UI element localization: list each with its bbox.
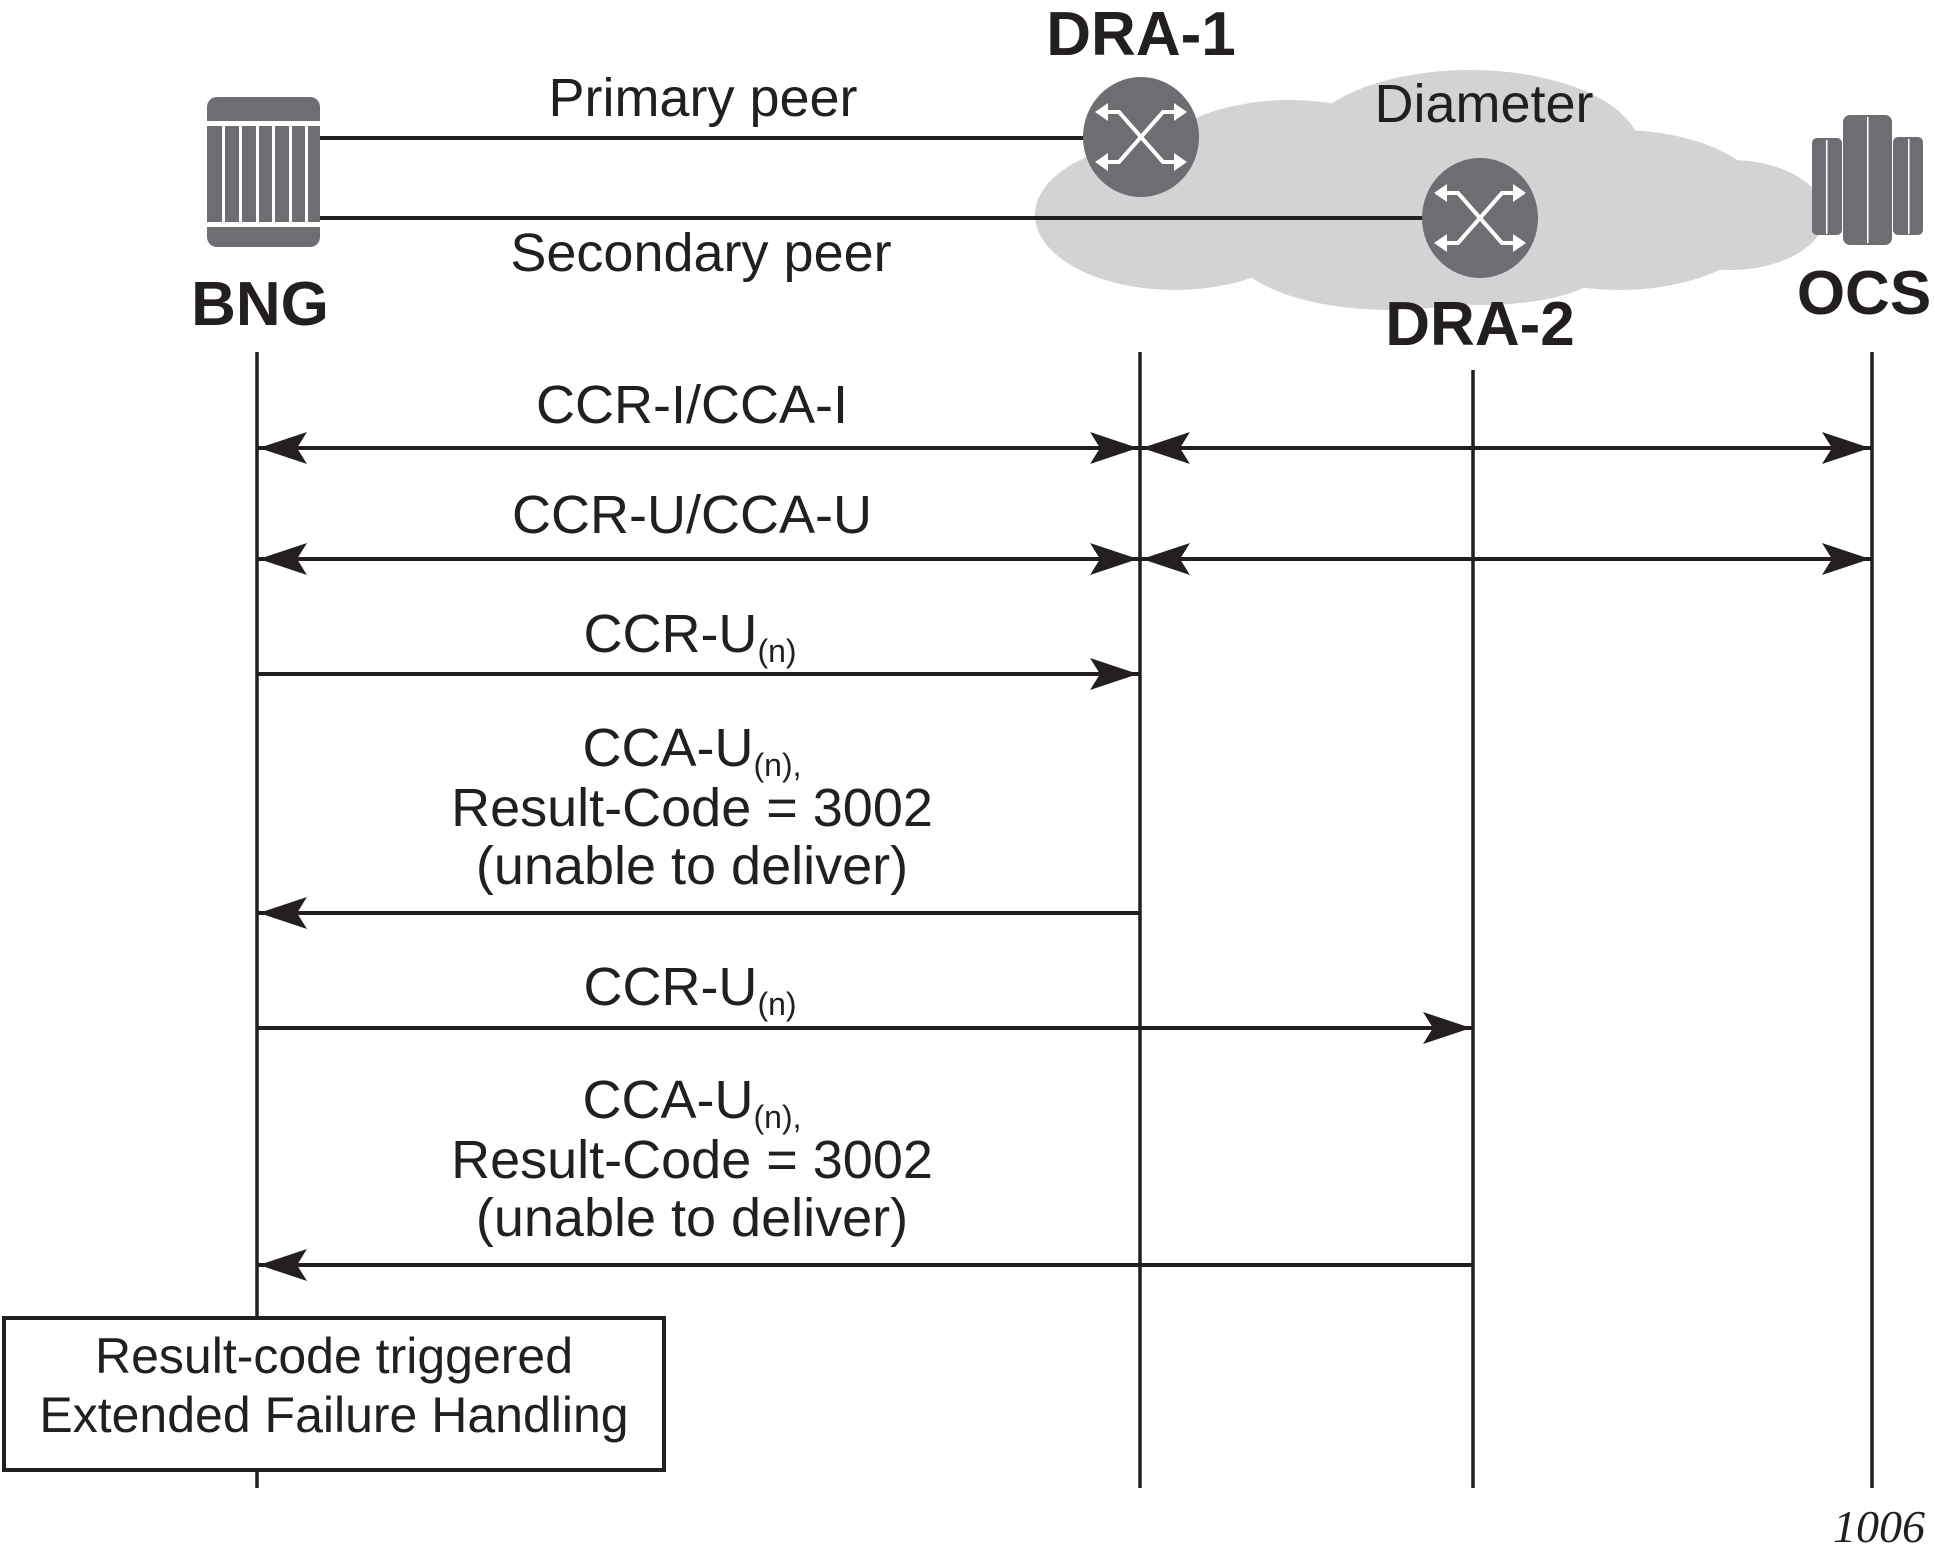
note-line-1: Result-code triggered (95, 1328, 573, 1384)
message-label-ccr-u-cca-u: CCR-U/CCA-U (512, 485, 872, 545)
dra2-router-icon (1422, 158, 1538, 278)
bng-label: BNG (191, 270, 329, 339)
message-arrows (257, 432, 1872, 1281)
arrow-m2-head-mid-right (1090, 543, 1138, 575)
message-label-unable-secondary: (unable to deliver) (476, 1188, 908, 1248)
dra2-label: DRA-2 (1385, 290, 1574, 359)
ocs-label: OCS (1797, 259, 1931, 328)
message-label-result-code-primary: Result-Code = 3002 (451, 778, 933, 838)
dra1-router-icon (1083, 77, 1199, 197)
bng-router-icon (207, 97, 320, 247)
dra1-label: DRA-1 (1046, 0, 1235, 69)
primary-peer-label: Primary peer (548, 68, 857, 128)
arrow-m2-head-right (1822, 543, 1870, 575)
message-label-cca-u-n-primary: CCA-U(n), (583, 718, 802, 783)
ocs-server-icon (1812, 115, 1923, 245)
message-label-result-code-secondary: Result-Code = 3002 (451, 1130, 933, 1190)
arrow-m5-head (1423, 1012, 1471, 1044)
message-label-unable-primary: (unable to deliver) (476, 836, 908, 896)
arrow-m6-head (259, 1249, 307, 1281)
arrow-m2-head-mid-left (1142, 543, 1190, 575)
arrow-m3-head (1090, 658, 1138, 690)
message-label-ccr-i-cca-i: CCR-I/CCA-I (536, 375, 848, 435)
arrow-m1-head-mid-right (1090, 432, 1138, 464)
arrow-m4-head (259, 897, 307, 929)
arrow-m1-head-right (1822, 432, 1870, 464)
diameter-cloud-label: Diameter (1374, 74, 1593, 134)
message-label-cca-u-n-secondary: CCA-U(n), (583, 1070, 802, 1135)
secondary-peer-label: Secondary peer (510, 223, 891, 283)
message-label-ccr-u-n-secondary: CCR-U(n) (583, 957, 796, 1022)
arrow-m2-head-left (259, 543, 307, 575)
figure-number: 1006 (1833, 1501, 1925, 1552)
message-label-ccr-u-n-primary: CCR-U(n) (583, 604, 796, 669)
arrow-m1-head-left (259, 432, 307, 464)
note-line-2: Extended Failure Handling (39, 1387, 628, 1443)
arrow-m1-head-mid-left (1142, 432, 1190, 464)
extended-failure-handling-note: Result-code triggered Extended Failure H… (2, 1316, 666, 1472)
